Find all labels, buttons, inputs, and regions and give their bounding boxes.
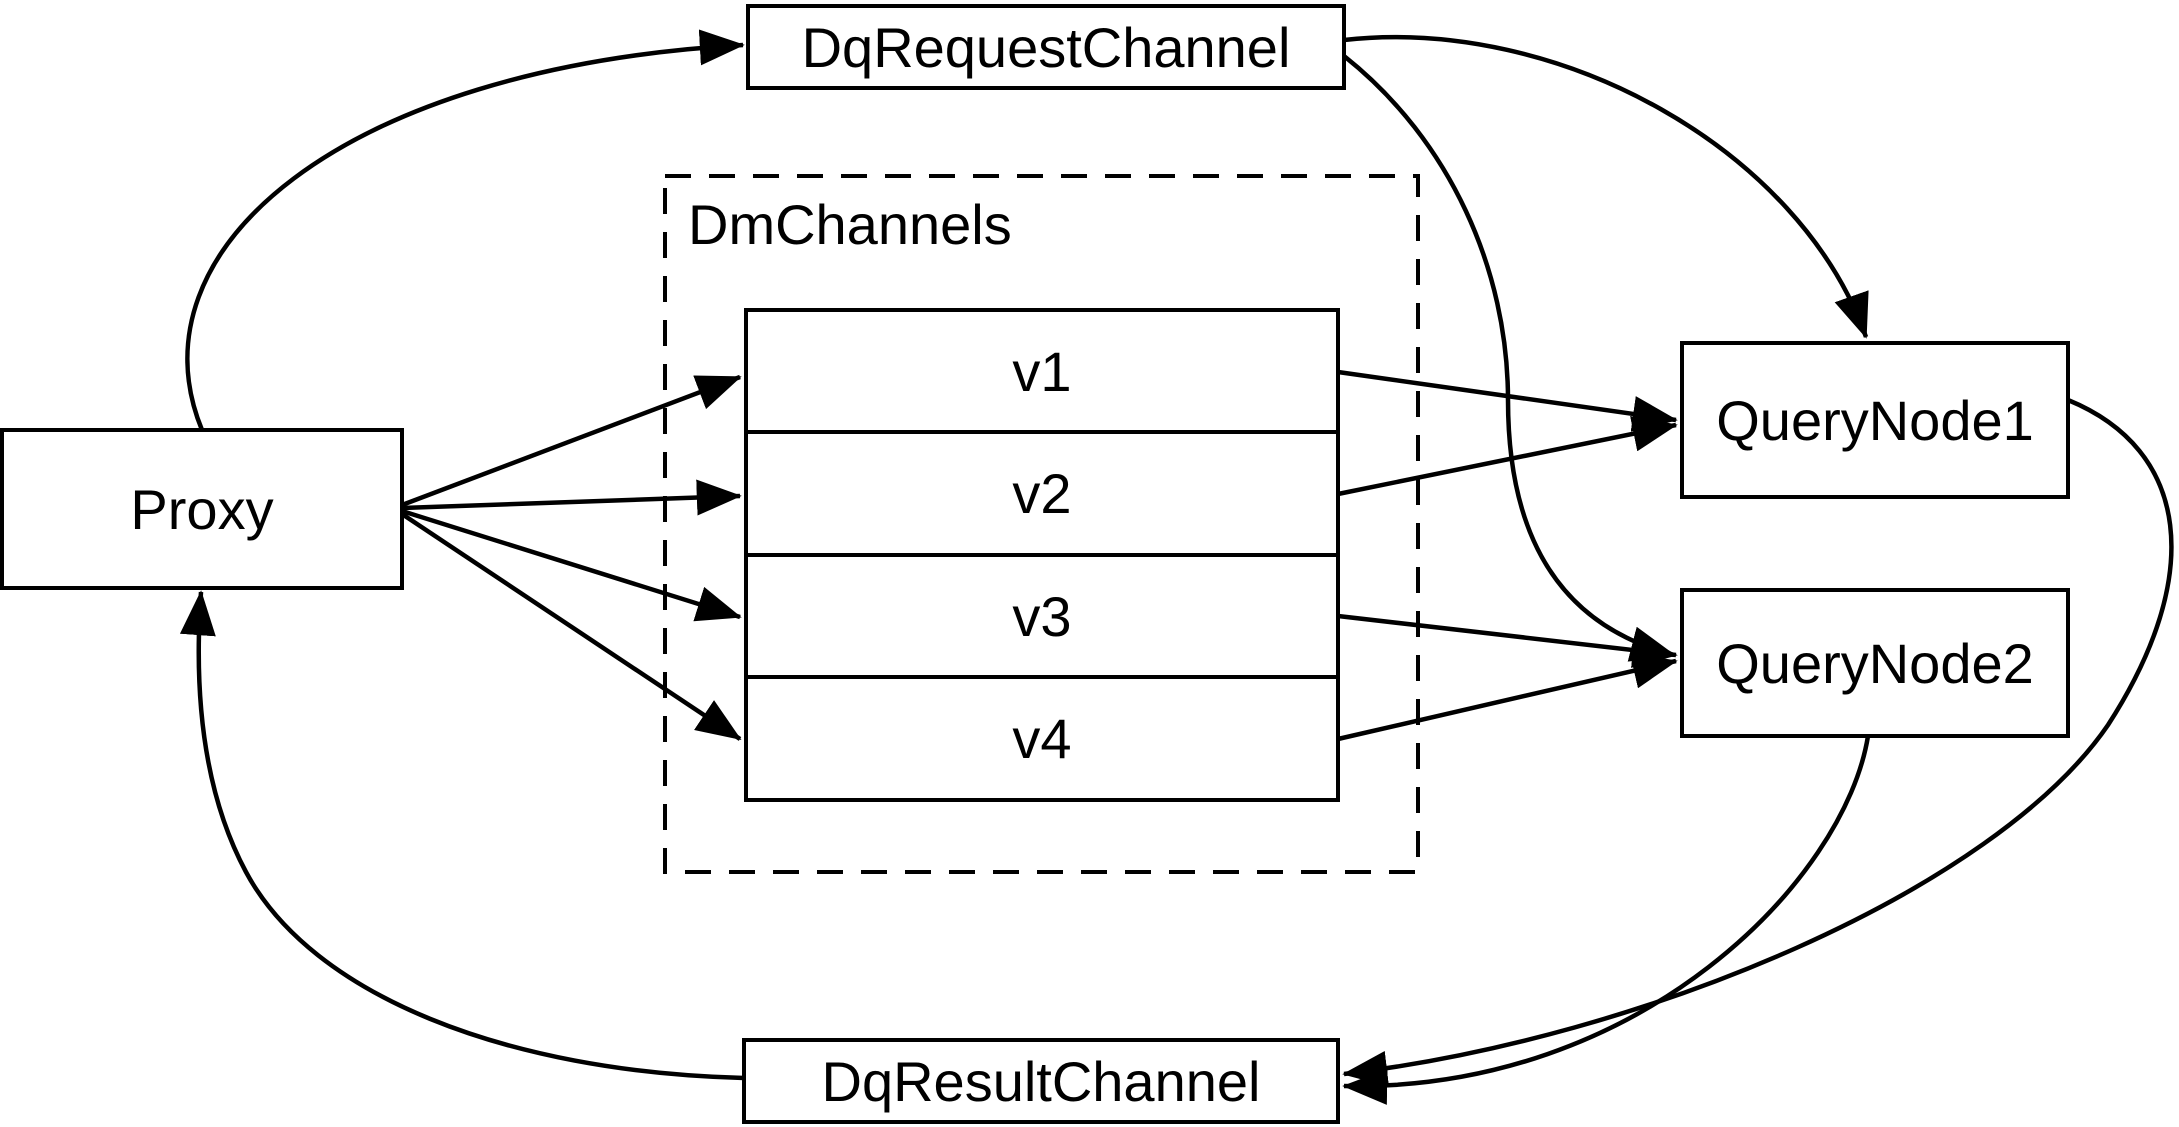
query-node-1-box <box>1680 341 2070 499</box>
edge-dqrequestchannel-to-querynode2 <box>1342 54 1676 662</box>
edge-v1-to-querynode1 <box>1337 369 1678 432</box>
proxy-box <box>0 428 404 590</box>
edge-proxy-to-v3 <box>401 508 742 622</box>
dq-result-channel-box <box>742 1038 1340 1124</box>
edge-dqrequestchannel-to-querynode1 <box>1343 34 1869 339</box>
edge-proxy-to-dqrequestchannel <box>185 29 745 431</box>
query-node-2-box <box>1680 588 2070 738</box>
dq-request-channel-box <box>746 4 1346 90</box>
edge-querynode1-to-dqresultchannel <box>1342 397 2174 1087</box>
edge-v2-to-querynode1 <box>1337 416 1678 497</box>
edge-v3-to-querynode2 <box>1337 613 1678 668</box>
edge-proxy-to-v1 <box>401 374 742 508</box>
edge-dqresultchannel-to-proxy <box>179 590 745 1081</box>
dm-channels-group-box <box>663 174 1420 874</box>
edge-proxy-to-v4 <box>400 512 742 741</box>
edge-querynode2-to-dqresultchannel <box>1342 735 1871 1105</box>
edge-v4-to-querynode2 <box>1337 653 1678 742</box>
edge-proxy-to-v2 <box>401 479 742 516</box>
